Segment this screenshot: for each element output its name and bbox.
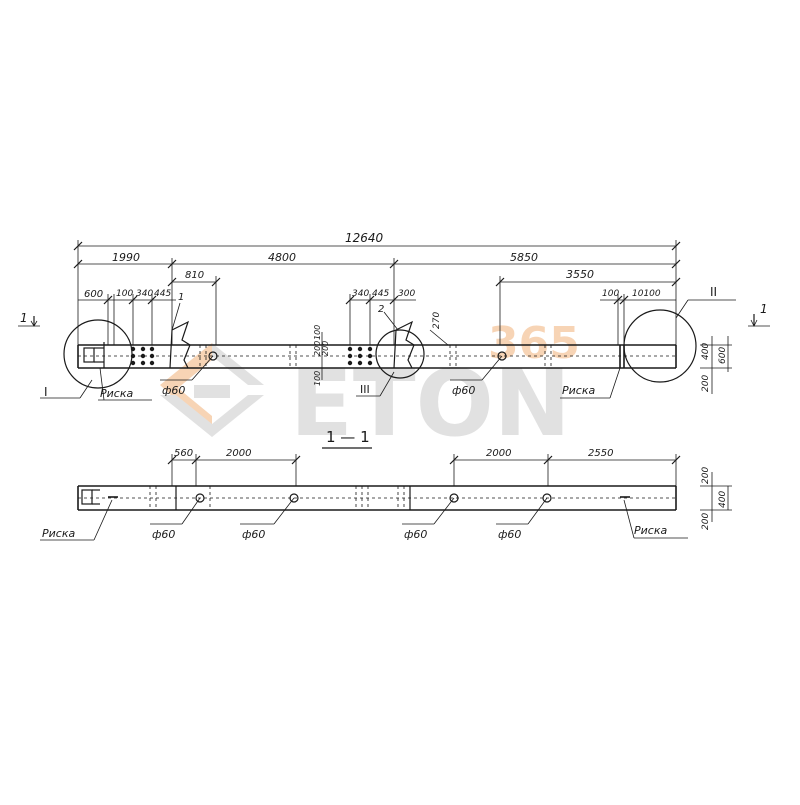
node-circle-I — [63, 319, 133, 389]
dim-340-mid: 340 — [352, 289, 369, 299]
vdim-mid-100-bot: 100 — [313, 371, 322, 386]
section-riska-right: Pиска — [634, 524, 667, 537]
vdim-right-200: 200 — [701, 375, 711, 392]
dim-3550: 3550 — [566, 268, 594, 281]
dim-445-left: 445 — [154, 289, 171, 299]
dim-100-left: 100 — [116, 289, 133, 299]
section-riska-left: Риска — [42, 527, 75, 540]
section-dim-2000-left: 2000 — [226, 448, 251, 459]
vdim-right-400: 400 — [701, 343, 711, 360]
dim-100-right: 100 — [602, 289, 619, 299]
dim-270: 270 — [432, 312, 442, 329]
section-hole-label-1: ф60 — [152, 528, 175, 541]
section-dim-2000-right: 2000 — [486, 448, 511, 459]
section-view: 1 — 1 560 2000 2000 2550 — [40, 428, 732, 541]
section-vdim-400: 400 — [718, 491, 728, 508]
dim-4800: 4800 — [268, 251, 296, 264]
section-hole-label-3: ф60 — [404, 528, 427, 541]
end-detail-left — [83, 342, 105, 368]
hole-grid-mid — [347, 346, 373, 366]
section-hole-label-2: ф60 — [242, 528, 265, 541]
dim-445-mid: 445 — [372, 289, 389, 299]
section-hole-2: ф60 — [240, 493, 299, 541]
riska-label-right: Риска — [562, 384, 595, 397]
dim-5850: 5850 — [510, 251, 538, 264]
section-dim-2550: 2550 — [588, 448, 613, 459]
dim-340-left: 340 — [136, 289, 153, 299]
dim-300-mid: 300 — [398, 289, 415, 299]
callout-2: 2 — [378, 304, 384, 315]
plan-view: 12640 1990 4800 5850 810 3550 600 — [18, 231, 770, 401]
hole-grid-left — [130, 346, 155, 366]
section-marker-left: 1 — [20, 311, 28, 325]
vdim-mid-200-b: 200 — [321, 341, 330, 356]
dim-1990: 1990 — [112, 251, 140, 264]
overall-dim-text: 12640 — [345, 231, 384, 245]
hole-phi60-plan-1: ф60 — [160, 351, 218, 397]
node-label-II: II — [710, 285, 717, 299]
section-vdim-200-bot: 200 — [701, 513, 711, 530]
section-hole-3: ф60 — [402, 493, 459, 541]
hole-label-plan-2: ф60 — [452, 384, 475, 397]
vdim-mid-100-top: 100 — [313, 325, 322, 340]
section-marker-right: 1 — [760, 302, 768, 316]
section-hole-4: ф60 — [496, 493, 552, 541]
section-hole-label-4: ф60 — [498, 528, 521, 541]
watermark-logo-icon — [160, 343, 264, 437]
riska-label-left: Риска — [100, 387, 133, 400]
node-circle-II — [623, 309, 697, 383]
section-title: 1 — 1 — [326, 428, 370, 446]
section-hole-1: ф60 — [150, 493, 205, 541]
watermark-number: 365 — [488, 318, 580, 369]
vdim-mid-200-a: 200 — [313, 341, 322, 356]
section-dim-560: 560 — [174, 448, 193, 459]
node-label-III: III — [360, 383, 370, 396]
node-circle-III — [375, 329, 425, 379]
dim-810: 810 — [185, 270, 204, 281]
hole-label-plan-1: ф60 — [162, 384, 185, 397]
dim-10100: 10100 — [632, 289, 661, 299]
hole-phi60-plan-2: ф60 — [450, 351, 507, 397]
section-vdim-200-top: 200 — [701, 467, 711, 484]
vdim-right-600: 600 — [718, 347, 728, 364]
node-label-I: I — [44, 385, 48, 399]
callout-1: 1 — [178, 292, 184, 303]
dim-600: 600 — [84, 289, 103, 300]
